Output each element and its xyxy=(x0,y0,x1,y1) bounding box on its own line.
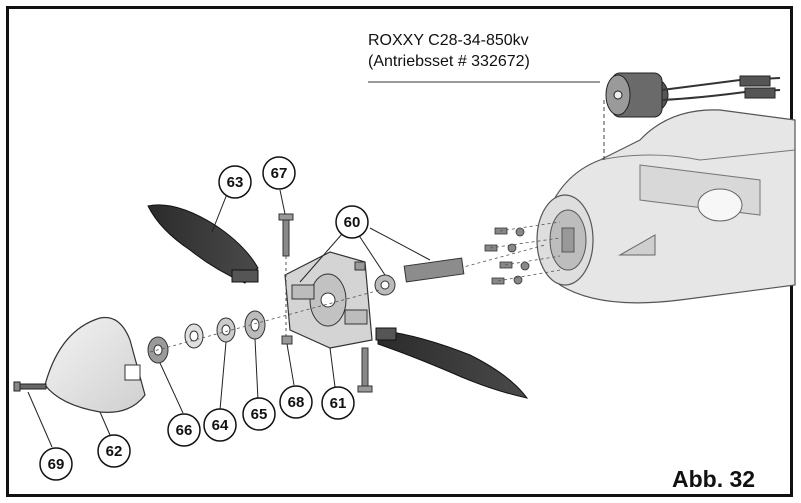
callout-68: 68 xyxy=(279,385,313,419)
callout-60-text: 60 xyxy=(344,214,361,231)
propeller-blade-upper xyxy=(147,204,259,284)
motor xyxy=(605,72,781,118)
figure-label: Abb. 32 xyxy=(672,466,756,492)
propeller-blade-lower xyxy=(375,327,529,399)
nut-68 xyxy=(281,335,293,345)
callout-63: 63 xyxy=(218,165,252,199)
callout-64-text: 64 xyxy=(212,417,229,434)
callout-69: 69 xyxy=(39,447,73,481)
callout-65-text: 65 xyxy=(251,406,268,423)
callout-61: 61 xyxy=(321,386,355,420)
callout-67: 67 xyxy=(262,156,296,190)
propeller-hub xyxy=(284,251,373,349)
callout-63-text: 63 xyxy=(227,174,244,191)
fuselage xyxy=(536,109,796,304)
callout-68-text: 68 xyxy=(288,394,305,411)
callout-69-text: 69 xyxy=(48,456,65,473)
hub-washers xyxy=(147,289,381,364)
callout-60: 60 xyxy=(335,205,369,239)
firewall-screws xyxy=(484,227,530,285)
shaft-adapter xyxy=(374,257,465,296)
motor-name: ROXXY C28-34-850kv xyxy=(368,32,529,49)
motor-set-number: (Antriebsset # 332672) xyxy=(368,53,530,70)
bolt-lower xyxy=(357,347,373,393)
callout-66: 66 xyxy=(167,413,201,447)
bolt-67 xyxy=(278,213,294,340)
callout-66-text: 66 xyxy=(176,422,193,439)
spinner-cone xyxy=(44,316,146,413)
callout-61-text: 61 xyxy=(330,395,347,412)
callout-67-text: 67 xyxy=(271,165,288,182)
callout-65: 65 xyxy=(242,397,276,431)
callout-62: 62 xyxy=(97,434,131,468)
motor-label: ROXXY C28-34-850kv (Antriebsset # 332672… xyxy=(368,30,530,72)
callout-64: 64 xyxy=(203,408,237,442)
callout-62-text: 62 xyxy=(106,443,123,460)
screw-69 xyxy=(13,381,47,392)
